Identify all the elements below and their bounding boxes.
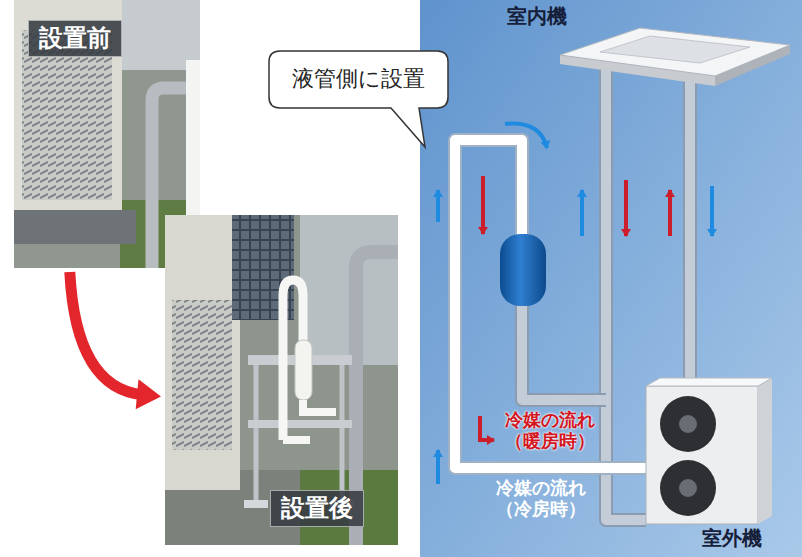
outdoor-unit-part bbox=[679, 479, 697, 497]
unit-label: 室外機 bbox=[702, 527, 762, 550]
flow-label: 冷媒の流れ （冷房時） bbox=[493, 478, 588, 519]
flow-arrows-part bbox=[624, 180, 628, 236]
outdoor-unit-part bbox=[679, 415, 697, 433]
photo-after-part bbox=[172, 300, 232, 450]
outdoor-unit-part bbox=[758, 378, 772, 524]
curved-arrow bbox=[70, 272, 143, 395]
flow-arrows bbox=[438, 124, 712, 485]
bubble-text: 液管側に設置 bbox=[292, 65, 425, 94]
photo-after-part bbox=[248, 420, 352, 428]
photo-after-part bbox=[165, 215, 398, 545]
photo-after-part bbox=[283, 400, 336, 440]
flow-arrows-part bbox=[436, 190, 440, 222]
flow-arrows-part bbox=[580, 190, 584, 236]
flow-arrows-part bbox=[505, 124, 547, 149]
speech-bubble: 液管側に設置 bbox=[268, 50, 449, 109]
outdoor-unit-part bbox=[660, 396, 716, 452]
indoor-unit-part bbox=[560, 28, 790, 76]
bubble-outline bbox=[269, 51, 448, 147]
flow-label: 冷媒の流れ （暖房時） bbox=[502, 410, 597, 451]
photo-frame: 設置後 bbox=[165, 215, 398, 545]
indoor-unit bbox=[560, 28, 790, 86]
photo-before-part bbox=[110, 0, 200, 70]
flow-arrows-part bbox=[436, 450, 440, 484]
refrigerant-pipes-part bbox=[522, 300, 606, 400]
indoor-unit-part bbox=[600, 36, 750, 63]
photo-before-part bbox=[14, 210, 136, 244]
flow-arrows-part bbox=[668, 190, 672, 236]
unit-label: 室内機 bbox=[507, 5, 567, 28]
liquid-receiver bbox=[500, 234, 546, 306]
photo-before-part bbox=[14, 0, 122, 215]
photo-caption: 設置後 bbox=[270, 490, 364, 527]
photo-after bbox=[165, 215, 398, 545]
flow-arrows-part bbox=[480, 416, 494, 440]
outdoor-unit-part bbox=[646, 386, 758, 524]
outdoor-unit bbox=[646, 378, 772, 524]
arrow-head bbox=[136, 379, 161, 409]
photo-after-part bbox=[244, 500, 268, 508]
refrigerant-pipes-part bbox=[455, 140, 646, 468]
refrigerant-pipes-part bbox=[606, 62, 646, 520]
refrigerant-pipes-part bbox=[522, 300, 606, 400]
refrigerant-pipes-part bbox=[606, 62, 646, 520]
photo-after-part bbox=[295, 340, 312, 400]
photo-frame: 設置前 bbox=[14, 0, 200, 268]
refrigerant-pipes-part bbox=[455, 140, 646, 468]
outdoor-unit-part bbox=[646, 378, 772, 386]
refrigerant-pipes-part bbox=[685, 70, 695, 386]
outdoor-unit-part bbox=[660, 460, 716, 516]
photo-after-part bbox=[165, 215, 240, 490]
photo-caption: 設置前 bbox=[28, 20, 122, 57]
diagram-panel bbox=[420, 0, 802, 557]
flow-arrows-part bbox=[710, 186, 714, 236]
flow-arrows-part bbox=[481, 176, 485, 234]
refrigerant-pipes-part bbox=[683, 70, 697, 386]
